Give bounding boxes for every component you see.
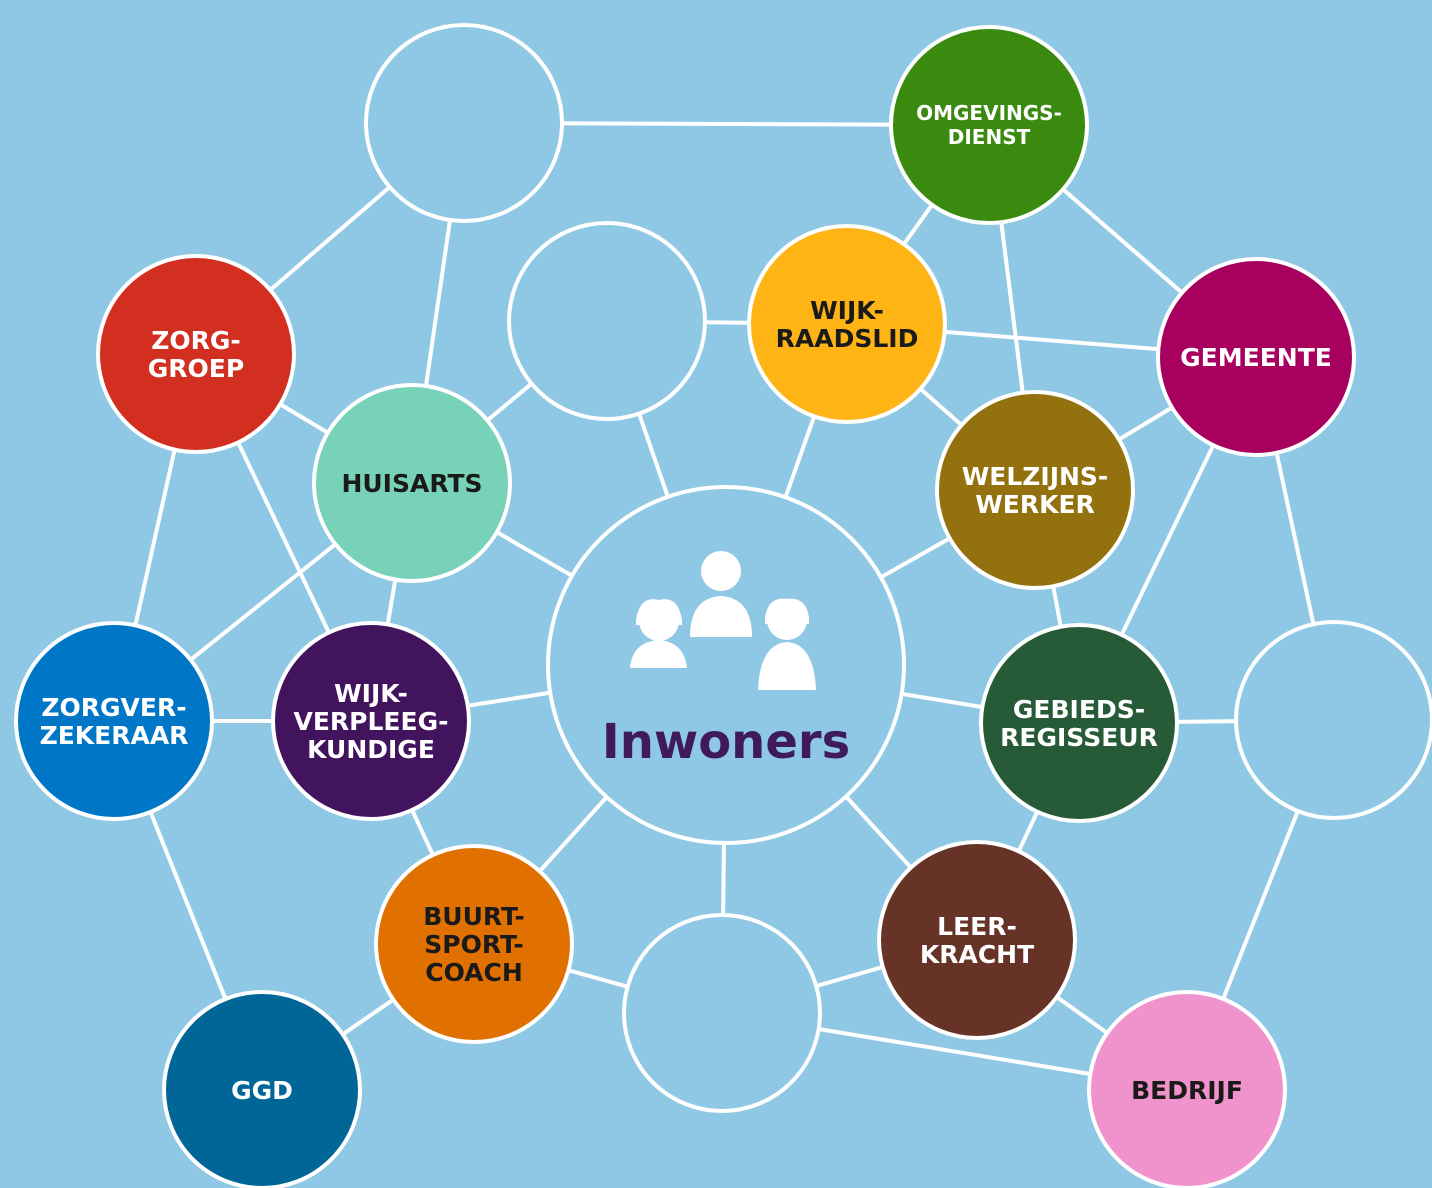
node-label-wijkverpleegkundige: WIJK- xyxy=(334,679,408,708)
node-label-gemeente: GEMEENTE xyxy=(1180,343,1332,372)
node-gebiedsregisseur[interactable]: GEBIEDS-REGISSEUR xyxy=(979,623,1179,823)
node-circle-wijkverpleegkundige xyxy=(271,621,471,821)
node-label-huisarts: HUISARTS xyxy=(341,469,482,498)
node-label-welzijnswerker: WERKER xyxy=(975,490,1095,519)
node-circle-gemeente xyxy=(1156,257,1356,457)
node-label-gebiedsregisseur: GEBIEDS- xyxy=(1013,695,1145,724)
node-circle-empty-top xyxy=(364,23,564,223)
node-label-gebiedsregisseur: REGISSEUR xyxy=(1000,723,1158,752)
node-huisarts[interactable]: HUISARTS xyxy=(312,383,512,583)
node-empty-bottom[interactable] xyxy=(622,913,822,1113)
node-circle-wijkraadslid xyxy=(747,224,947,424)
group-of-people-icon xyxy=(630,551,816,690)
node-label-zorgverzekeraar: ZORGVER- xyxy=(41,693,186,722)
node-zorggroep[interactable]: ZORG-GROEP xyxy=(96,254,296,454)
center-label: Inwoners xyxy=(602,714,850,770)
node-label-ggd: GGD xyxy=(231,1076,293,1105)
node-label-buurtsportcoach: SPORT- xyxy=(424,930,523,959)
node-circle-buurtsportcoach xyxy=(374,844,574,1044)
node-label-buurtsportcoach: COACH xyxy=(425,958,523,987)
node-empty-right[interactable] xyxy=(1234,620,1432,820)
node-circle-empty-right xyxy=(1234,620,1432,820)
node-label-zorggroep: GROEP xyxy=(148,354,244,383)
node-circle-zorgverzekeraar xyxy=(14,621,214,821)
node-circle-empty-bottom xyxy=(622,913,822,1113)
node-label-omgevingsdienst: OMGEVINGS- xyxy=(916,101,1062,125)
node-zorgverzekeraar[interactable]: ZORGVER-ZEKERAAR xyxy=(14,621,214,821)
node-circle-leerkracht xyxy=(877,840,1077,1040)
node-circle-gebiedsregisseur xyxy=(979,623,1179,823)
node-empty-upper-center[interactable] xyxy=(507,221,707,421)
center-node-inwoners[interactable]: Inwoners xyxy=(546,485,906,845)
node-label-wijkverpleegkundige: VERPLEEG- xyxy=(294,707,449,736)
node-circle-omgevingsdienst xyxy=(889,25,1089,225)
node-label-zorggroep: ZORG- xyxy=(151,326,241,355)
node-label-omgevingsdienst: DIENST xyxy=(948,125,1031,149)
node-label-wijkraadslid: WIJK- xyxy=(810,296,884,325)
node-wijkraadslid[interactable]: WIJK-RAADSLID xyxy=(747,224,947,424)
node-omgevingsdienst[interactable]: OMGEVINGS-DIENST xyxy=(889,25,1089,225)
node-welzijnswerker[interactable]: WELZIJNS-WERKER xyxy=(935,390,1135,590)
node-circle-zorggroep xyxy=(96,254,296,454)
node-label-wijkverpleegkundige: KUNDIGE xyxy=(307,735,435,764)
node-empty-top[interactable] xyxy=(364,23,564,223)
node-label-leerkracht: KRACHT xyxy=(920,940,1034,969)
node-buurtsportcoach[interactable]: BUURT-SPORT-COACH xyxy=(374,844,574,1044)
node-label-bedrijf: BEDRIJF xyxy=(1131,1076,1243,1105)
node-circle-bedrijf xyxy=(1087,990,1287,1188)
node-label-zorgverzekeraar: ZEKERAAR xyxy=(40,721,189,750)
node-circle-ggd xyxy=(162,990,362,1188)
center-circle xyxy=(546,485,906,845)
node-wijkverpleegkundige[interactable]: WIJK-VERPLEEG-KUNDIGE xyxy=(271,621,471,821)
node-bedrijf[interactable]: BEDRIJF xyxy=(1087,990,1287,1188)
node-circle-empty-upper-center xyxy=(507,221,707,421)
node-circle-welzijnswerker xyxy=(935,390,1135,590)
node-ggd[interactable]: GGD xyxy=(162,990,362,1188)
node-leerkracht[interactable]: LEER-KRACHT xyxy=(877,840,1077,1040)
nodes: OMGEVINGS-DIENSTZORG-GROEPWIJK-RAADSLIDG… xyxy=(14,23,1432,1188)
node-label-wijkraadslid: RAADSLID xyxy=(776,324,919,353)
node-label-welzijnswerker: WELZIJNS- xyxy=(962,462,1109,491)
node-gemeente[interactable]: GEMEENTE xyxy=(1156,257,1356,457)
node-circle-huisarts xyxy=(312,383,512,583)
node-label-buurtsportcoach: BUURT- xyxy=(423,902,525,931)
node-label-leerkracht: LEER- xyxy=(937,912,1017,941)
